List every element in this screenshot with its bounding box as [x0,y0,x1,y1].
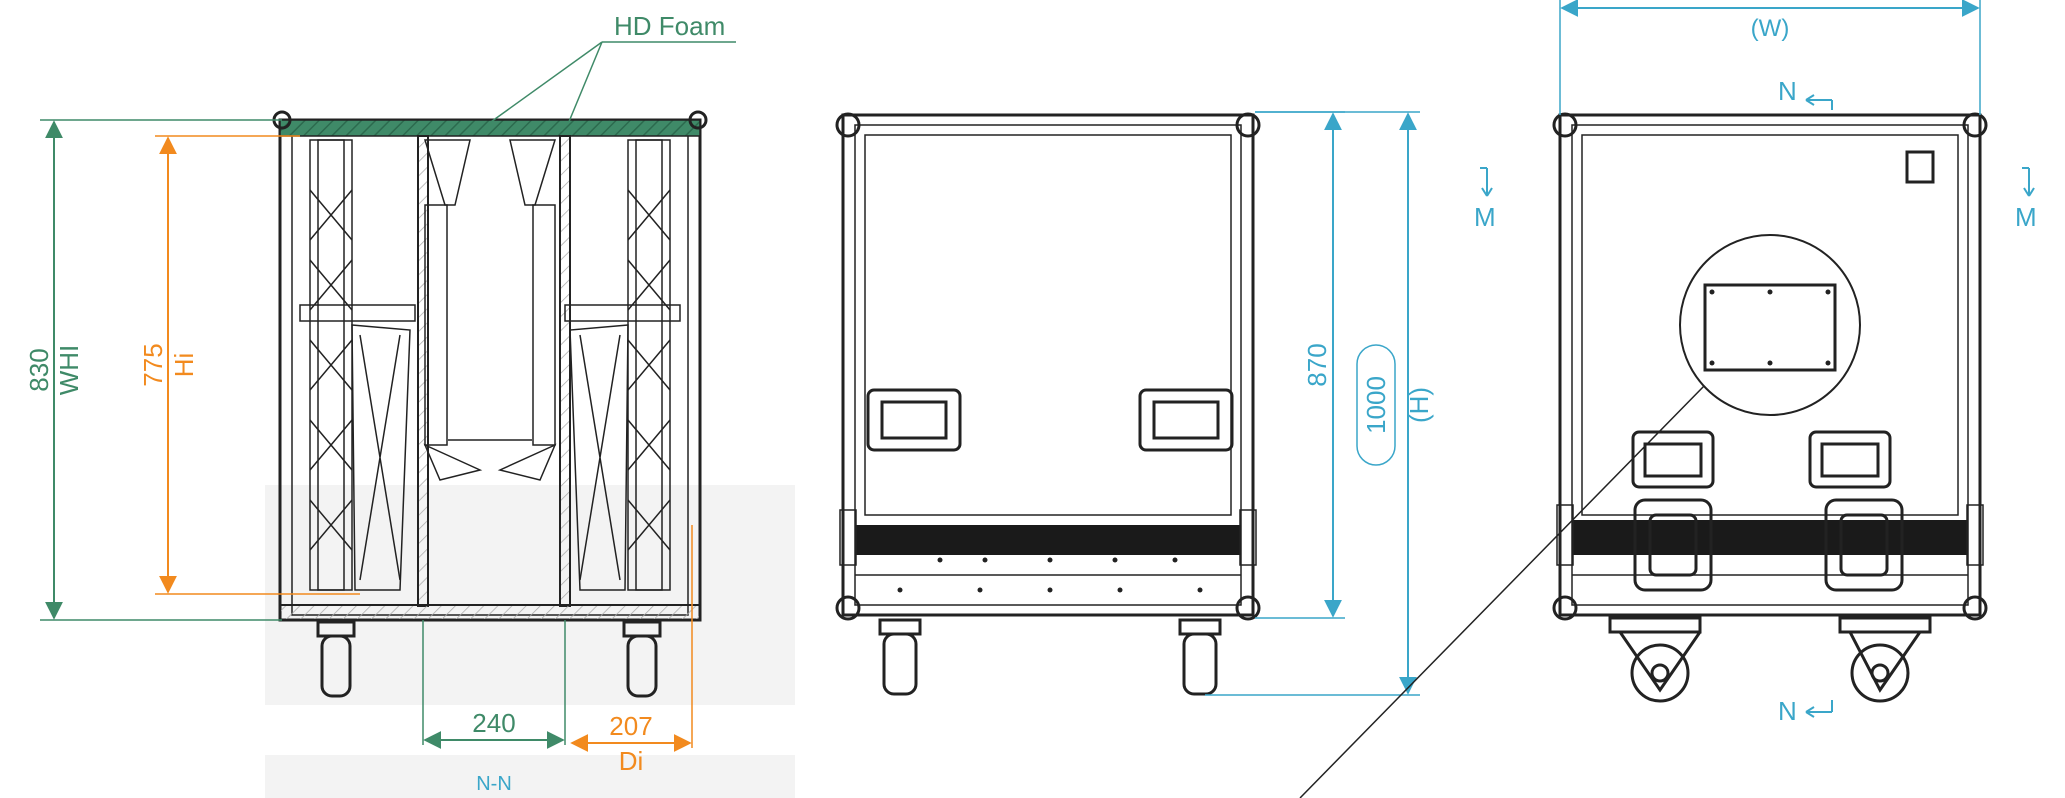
cut-m-right: M [2015,202,2037,232]
inner-height-code: Hi [169,353,199,378]
front-height-value: 870 [1302,343,1332,386]
total-height-value: 1000 [1361,376,1391,434]
side-view: (W) N N M M [1474,0,2037,726]
outer-height-code: WHI [54,345,84,396]
inner-depth-code: Di [619,746,644,776]
cut-n-bottom: N [1778,696,1797,726]
compartment-width-value: 240 [472,708,515,738]
side-case-outline [1558,113,1982,617]
front-view: 870 1000 (H) [835,111,1434,696]
hd-foam-label: HD Foam [614,11,725,41]
total-height-code: (H) [1404,387,1434,423]
inner-depth-value: 207 [609,711,652,741]
section-view: 830 WHI 775 Hi HD Foam 240 207 Di N-N [24,11,795,798]
width-code: (W) [1751,15,1790,42]
inner-height-value: 775 [138,343,168,386]
cut-n-top: N [1778,76,1797,106]
front-case-outline [841,113,1255,617]
total-height-box [1356,344,1396,466]
outer-height-value: 830 [24,348,54,391]
detail-circle [1679,234,1861,416]
cut-m-left: M [1474,202,1496,232]
section-label: N-N [476,773,512,795]
